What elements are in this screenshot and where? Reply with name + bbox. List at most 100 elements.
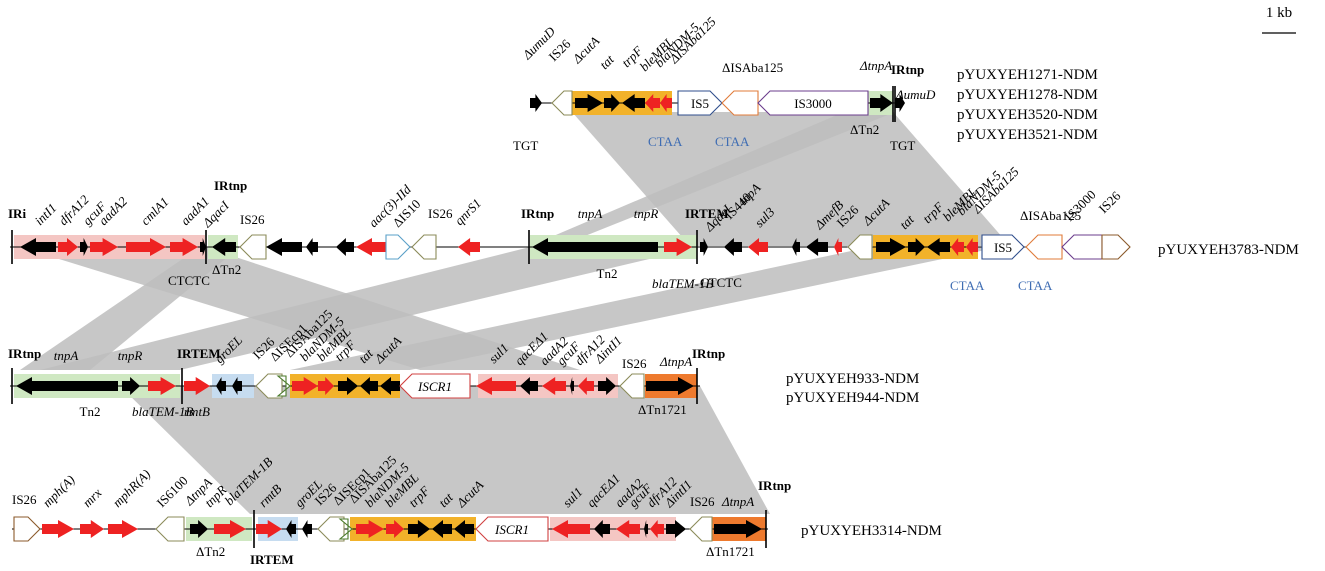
gene-gcuF-3314 xyxy=(644,520,648,538)
gene-is440-3783 xyxy=(724,238,742,256)
gene-aadA1-3783 xyxy=(170,238,198,256)
plasmid-name-3521: pYUXYEH3521-NDM xyxy=(957,127,1098,143)
label-3314-30: ΔTn1721 xyxy=(706,544,755,559)
is26-a-3783 xyxy=(239,234,267,260)
gene-tat-3314 xyxy=(432,520,452,538)
label-top-14: TGT xyxy=(513,138,538,153)
gene-tat-933 xyxy=(360,377,378,395)
label-top-17: ΔTn2 xyxy=(850,122,879,137)
gene-tnpA-933-b xyxy=(646,377,694,395)
gene-umuD-left xyxy=(530,94,542,112)
gene-gcuF-3783 xyxy=(80,238,88,256)
label-933-13: ISCR1 xyxy=(417,379,452,394)
plasmid-name-933: pYUXYEH933-NDM xyxy=(786,371,919,387)
label-top-18: TGT xyxy=(890,138,915,153)
label-3783-31: ΔISAba125 xyxy=(1020,208,1081,223)
gene-black-3783-a xyxy=(266,238,302,256)
gene-qac-933 xyxy=(520,377,538,395)
label-3314-2: mrx xyxy=(80,485,105,510)
gene-dfrA12-3783 xyxy=(58,238,78,256)
gene-black-3314-a xyxy=(286,520,296,538)
gene-black-3314-b xyxy=(302,520,312,538)
homology-shading-layer xyxy=(20,112,1010,514)
label-933-23: Tn2 xyxy=(80,404,101,419)
label-top-16: CTAA xyxy=(715,134,750,149)
label-933-24: blaTEM-1B xyxy=(132,404,193,419)
plasmid-name-1271: pYUXYEH1271-NDM xyxy=(957,67,1098,83)
gene-qnrS1-3783 xyxy=(458,238,480,256)
gene-aadA2-3783 xyxy=(90,238,118,256)
gene-rmtB-3314 xyxy=(256,520,282,538)
gene-mrx-3314 xyxy=(80,520,104,538)
gene-ndm-3783 xyxy=(966,238,978,256)
label-3314-1: mph(A) xyxy=(40,472,78,510)
label-3314-4: IS6100 xyxy=(154,473,191,510)
gene-trpF-3783 xyxy=(927,238,950,256)
label-top-10: IS3000 xyxy=(794,96,832,111)
label-933-21: ΔtnpA xyxy=(659,354,692,369)
region-box-layer xyxy=(14,91,978,541)
gene-trpF-933 xyxy=(338,377,358,395)
shade-tn2-top-to-3783 xyxy=(530,112,895,246)
gene-qac-3314 xyxy=(594,520,610,538)
gene-ble-3783 xyxy=(951,238,964,256)
gene-mphA-3314 xyxy=(42,520,74,538)
gene-mphR-3314 xyxy=(108,520,138,538)
label-933-0: IRtnp xyxy=(8,346,41,361)
label-3783-9: IS26 xyxy=(240,212,265,227)
label-3783-38: CTCTC xyxy=(700,275,742,290)
gene-black-933-a xyxy=(216,377,226,395)
plasmid-name-1278: pYUXYEH1278-NDM xyxy=(957,87,1098,103)
gene-tat-top xyxy=(604,94,620,112)
iscr1-933 xyxy=(399,373,471,399)
gene-aadA2-933 xyxy=(542,377,566,395)
gene-intI1-3783 xyxy=(20,238,56,256)
is10-3783 xyxy=(385,234,411,260)
is6100-3314 xyxy=(155,516,185,542)
label-933-26: ΔTn1721 xyxy=(638,402,687,417)
label-3783-17: IRTEM xyxy=(685,206,729,221)
gene-qacI-b-3783 xyxy=(700,238,708,256)
label-3783-1: intI1 xyxy=(32,200,60,228)
gene-ble-top xyxy=(645,94,660,112)
is26-c-3783 xyxy=(847,234,873,260)
label-3783-37: blaTEM-1B xyxy=(652,276,713,291)
label-3783-5: cmlA1 xyxy=(138,194,172,228)
gene-sul1-933 xyxy=(476,377,516,395)
label-3783-0: IRi xyxy=(8,206,26,221)
label-top-3: tat xyxy=(597,52,618,73)
gene-intI1-3314 xyxy=(666,520,686,538)
gene-cutA-3314 xyxy=(454,520,474,538)
gene-tnpR-3314 xyxy=(190,520,208,538)
gene-tnpA-933 xyxy=(16,377,118,395)
label-top-8: IS5 xyxy=(691,96,709,111)
gene-arrow-layer xyxy=(13,90,1131,542)
label-3783-36: Tn2 xyxy=(597,266,618,281)
label-3314-18: ISCR1 xyxy=(494,522,529,537)
gene-bla-tem-3314 xyxy=(214,520,246,538)
label-3314-26: ΔtnpA xyxy=(721,494,754,509)
is26-d-3783 xyxy=(1101,234,1131,260)
is26-b-933 xyxy=(619,373,645,399)
label-3783-8: IRtnp xyxy=(214,178,247,193)
gene-tnpA-top xyxy=(870,94,893,112)
gene-sul3-3783 xyxy=(748,238,768,256)
label-top-9: ΔISAba125 xyxy=(722,60,783,75)
label-933-20: IS26 xyxy=(622,356,647,371)
gene-black-3783-d xyxy=(792,238,800,256)
is5-top xyxy=(677,90,723,116)
gene-aac-3783 xyxy=(356,238,386,256)
gene-ndm-933 xyxy=(292,377,318,395)
label-top-11: ΔtnpA xyxy=(859,58,892,73)
is26-a-3314 xyxy=(13,516,41,542)
gene-trpF-top xyxy=(622,94,645,112)
isaba125-3783 xyxy=(1025,234,1063,260)
is26-c-3314 xyxy=(689,516,713,542)
label-3783-30: IS5 xyxy=(994,240,1012,255)
gene-ndm-top xyxy=(660,94,672,112)
iscr1-3314 xyxy=(475,516,549,542)
label-3783-34: CTCTC xyxy=(168,273,210,288)
isaba125-top xyxy=(721,90,759,116)
label-3783-40: CTAA xyxy=(1018,278,1053,293)
